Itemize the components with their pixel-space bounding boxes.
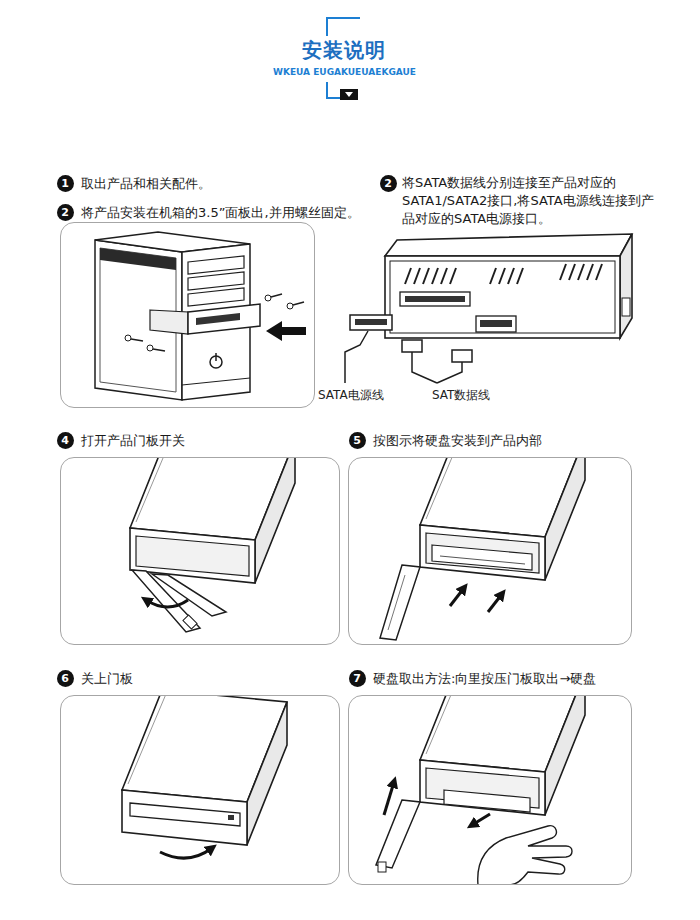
step-heading: 打开产品门板开关: [81, 432, 185, 450]
callout-number: 7: [349, 670, 366, 687]
callout-number: 1: [57, 175, 74, 192]
label-slot: 2: [380, 175, 397, 192]
insert-drive-illustration: [380, 457, 585, 640]
page-title: 安装说明: [302, 38, 386, 62]
cable-label: SATA电源线: [318, 388, 384, 403]
heading-slot: 关上门板: [81, 670, 133, 688]
label-slot: SATA电源线: [318, 388, 384, 403]
label-slot: WKEUA EUGAKUEUAEKGAUE: [273, 67, 416, 78]
step-panel: 取出产品和相关配件。将产品安装在机箱的3.5”面板出,并用螺丝固定。: [60, 222, 315, 408]
heading-slot: 将产品安装在机箱的3.5”面板出,并用螺丝固定。: [81, 204, 360, 222]
step-heading: 关上门板: [81, 670, 133, 688]
label-slot: 将SATA数据线分别连接至产品对应的SATA1/SATA2接口,将SATA电源线…: [402, 174, 657, 228]
heading-slot: 取出产品和相关配件。: [81, 175, 211, 193]
title-slot: 安装说明: [302, 38, 386, 62]
label-slot: 1: [57, 175, 74, 192]
step-heading: 按图示将硬盘安装到产品内部: [373, 432, 542, 450]
label-slot: 4: [57, 432, 74, 449]
closed-door-illustration: [122, 695, 287, 858]
callout-number: 2: [380, 175, 397, 192]
label-slot: 6: [57, 670, 74, 687]
subtitle: WKEUA EUGAKUEUAEKGAUE: [273, 67, 416, 78]
callout-number: 5: [349, 432, 366, 449]
step-panel: 打开产品门板开关: [60, 457, 340, 645]
case-illustration: [95, 232, 306, 400]
heading-slot: 硬盘取出方法:向里按压门板取出→硬盘: [373, 670, 596, 688]
heading-slot: 按图示将硬盘安装到产品内部: [373, 432, 542, 450]
step-heading: 将产品安装在机箱的3.5”面板出,并用螺丝固定。: [81, 204, 360, 222]
step-text: 将SATA数据线分别连接至产品对应的SATA1/SATA2接口,将SATA电源线…: [402, 174, 657, 228]
step-panel: 关上门板: [60, 695, 340, 885]
callout-number: 4: [57, 432, 74, 449]
step-heading: 硬盘取出方法:向里按压门板取出→硬盘: [373, 670, 596, 688]
label-slot: SAT数据线: [432, 388, 490, 403]
step-panel: 按图示将硬盘安装到产品内部: [348, 457, 632, 645]
label-slot: 2: [57, 204, 74, 221]
remove-drive-illustration: [376, 695, 585, 885]
open-door-illustration: [130, 457, 295, 632]
label-slot: 5: [349, 432, 366, 449]
step-heading: 取出产品和相关配件。: [81, 175, 211, 193]
cable-label: SAT数据线: [432, 388, 490, 403]
heading-slot: 打开产品门板开关: [81, 432, 185, 450]
bay-illustration: [345, 234, 632, 383]
callout-number: 2: [57, 204, 74, 221]
label-slot: 7: [349, 670, 366, 687]
step-panel: 硬盘取出方法:向里按压门板取出→硬盘: [348, 695, 632, 885]
callout-number: 6: [57, 670, 74, 687]
